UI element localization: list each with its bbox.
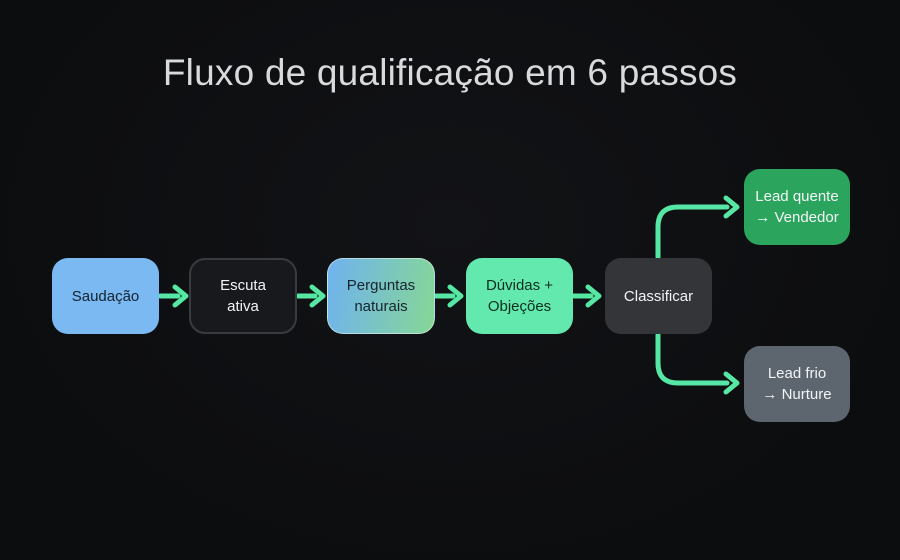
node-label-line1: Lead frio	[767, 365, 827, 382]
arrow-escuta-to-perguntas	[295, 284, 326, 308]
node-duvidas-objecoes[interactable]: Dúvidas + Objeções	[466, 258, 573, 334]
arrow-saudacao-to-escuta	[157, 284, 189, 308]
node-lead-frio-nurture[interactable]: Lead frio → Nurture	[744, 346, 850, 422]
node-saudacao[interactable]: Saudação	[52, 258, 159, 334]
node-label-line2: → Vendedor	[755, 209, 839, 226]
node-label-line1: Perguntas	[346, 277, 416, 294]
node-label-line2: Objeções	[487, 298, 552, 315]
page-title: Fluxo de qualificação em 6 passos	[162, 52, 738, 93]
node-label-line1: Escuta	[220, 277, 266, 294]
arrow-perguntas-to-duvidas	[433, 284, 464, 308]
node-label: Classificar	[623, 287, 694, 305]
node-lead-quente-vendedor[interactable]: Lead quente → Vendedor	[744, 169, 850, 245]
node-label-line2: ativa	[227, 298, 259, 315]
arrow-classificar-to-lead-quente	[655, 195, 740, 260]
node-label-line1: Lead quente	[755, 188, 839, 205]
node-perguntas-naturais[interactable]: Perguntas naturais	[327, 258, 435, 334]
node-classificar[interactable]: Classificar	[605, 258, 712, 334]
node-escuta-ativa[interactable]: Escuta ativa	[189, 258, 297, 334]
arrow-duvidas-to-classificar	[571, 284, 602, 308]
node-label-line1: Dúvidas +	[485, 277, 554, 294]
node-label-line2: naturais	[354, 298, 408, 315]
node-label-line2: → Nurture	[762, 386, 832, 403]
arrow-classificar-to-lead-frio	[655, 332, 740, 395]
node-label: Saudação	[71, 287, 140, 305]
